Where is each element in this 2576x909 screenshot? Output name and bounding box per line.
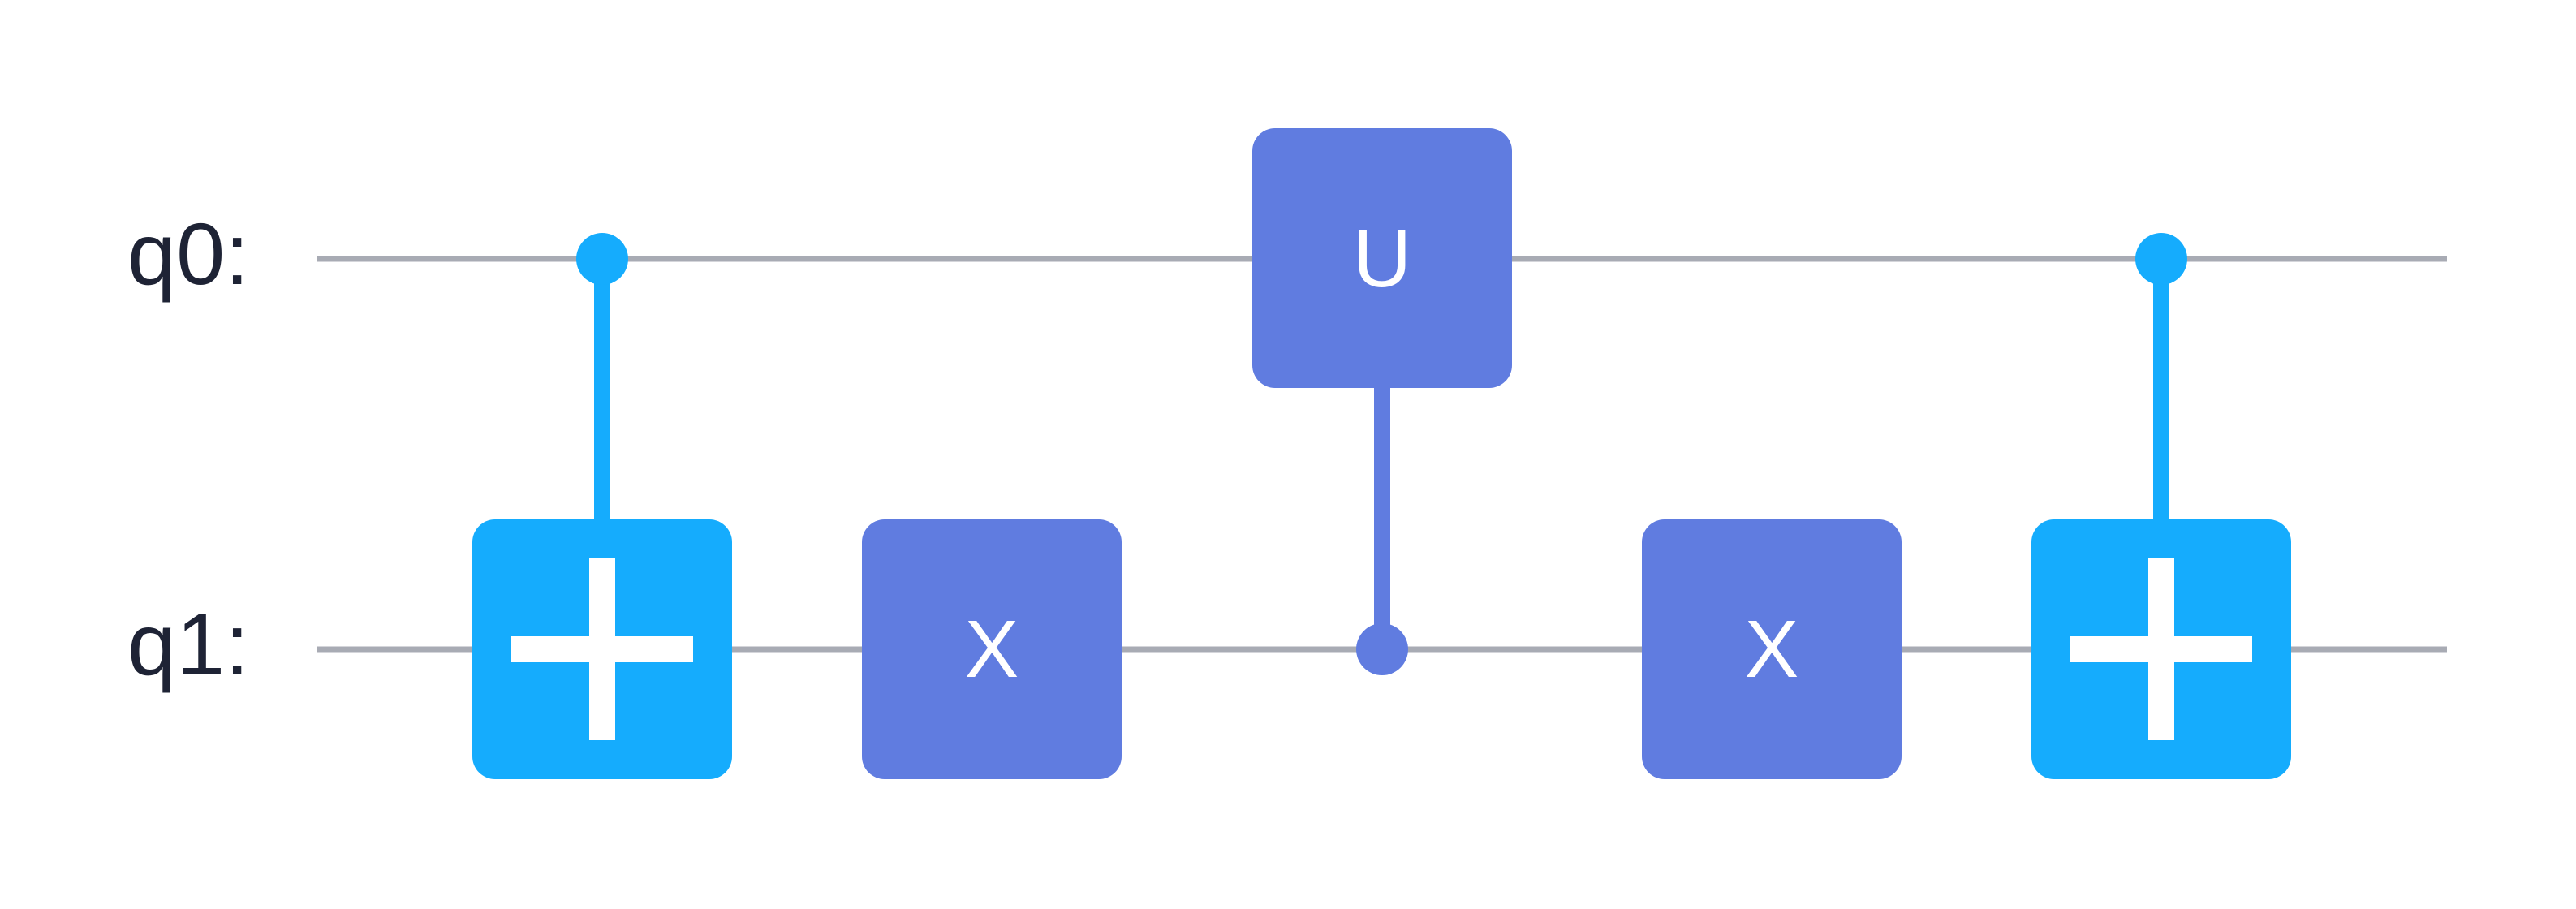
x-gate-label-2: X — [1745, 604, 1799, 695]
controlled-u-gate[interactable]: U — [1252, 128, 1512, 675]
qubit-label-q1: q1: — [127, 595, 249, 693]
plus-icon — [2070, 558, 2252, 740]
cnot-gate-1[interactable] — [472, 233, 732, 779]
control-dot-2 — [2135, 233, 2187, 285]
control-dot-1 — [576, 233, 628, 285]
x-gate-1[interactable]: X — [862, 519, 1122, 779]
x-gate-2[interactable]: X — [1642, 519, 1902, 779]
x-gate-box-1 — [862, 519, 1122, 779]
qubit-label-q0: q0: — [127, 205, 249, 303]
cnot-gate-2[interactable] — [2031, 233, 2291, 779]
x-gate-box-2 — [1642, 519, 1902, 779]
plus-icon — [511, 558, 693, 740]
u-gate-label: U — [1353, 213, 1411, 304]
u-gate-box — [1252, 128, 1512, 388]
control-dot-u — [1356, 623, 1408, 675]
x-gate-label-1: X — [965, 604, 1019, 695]
